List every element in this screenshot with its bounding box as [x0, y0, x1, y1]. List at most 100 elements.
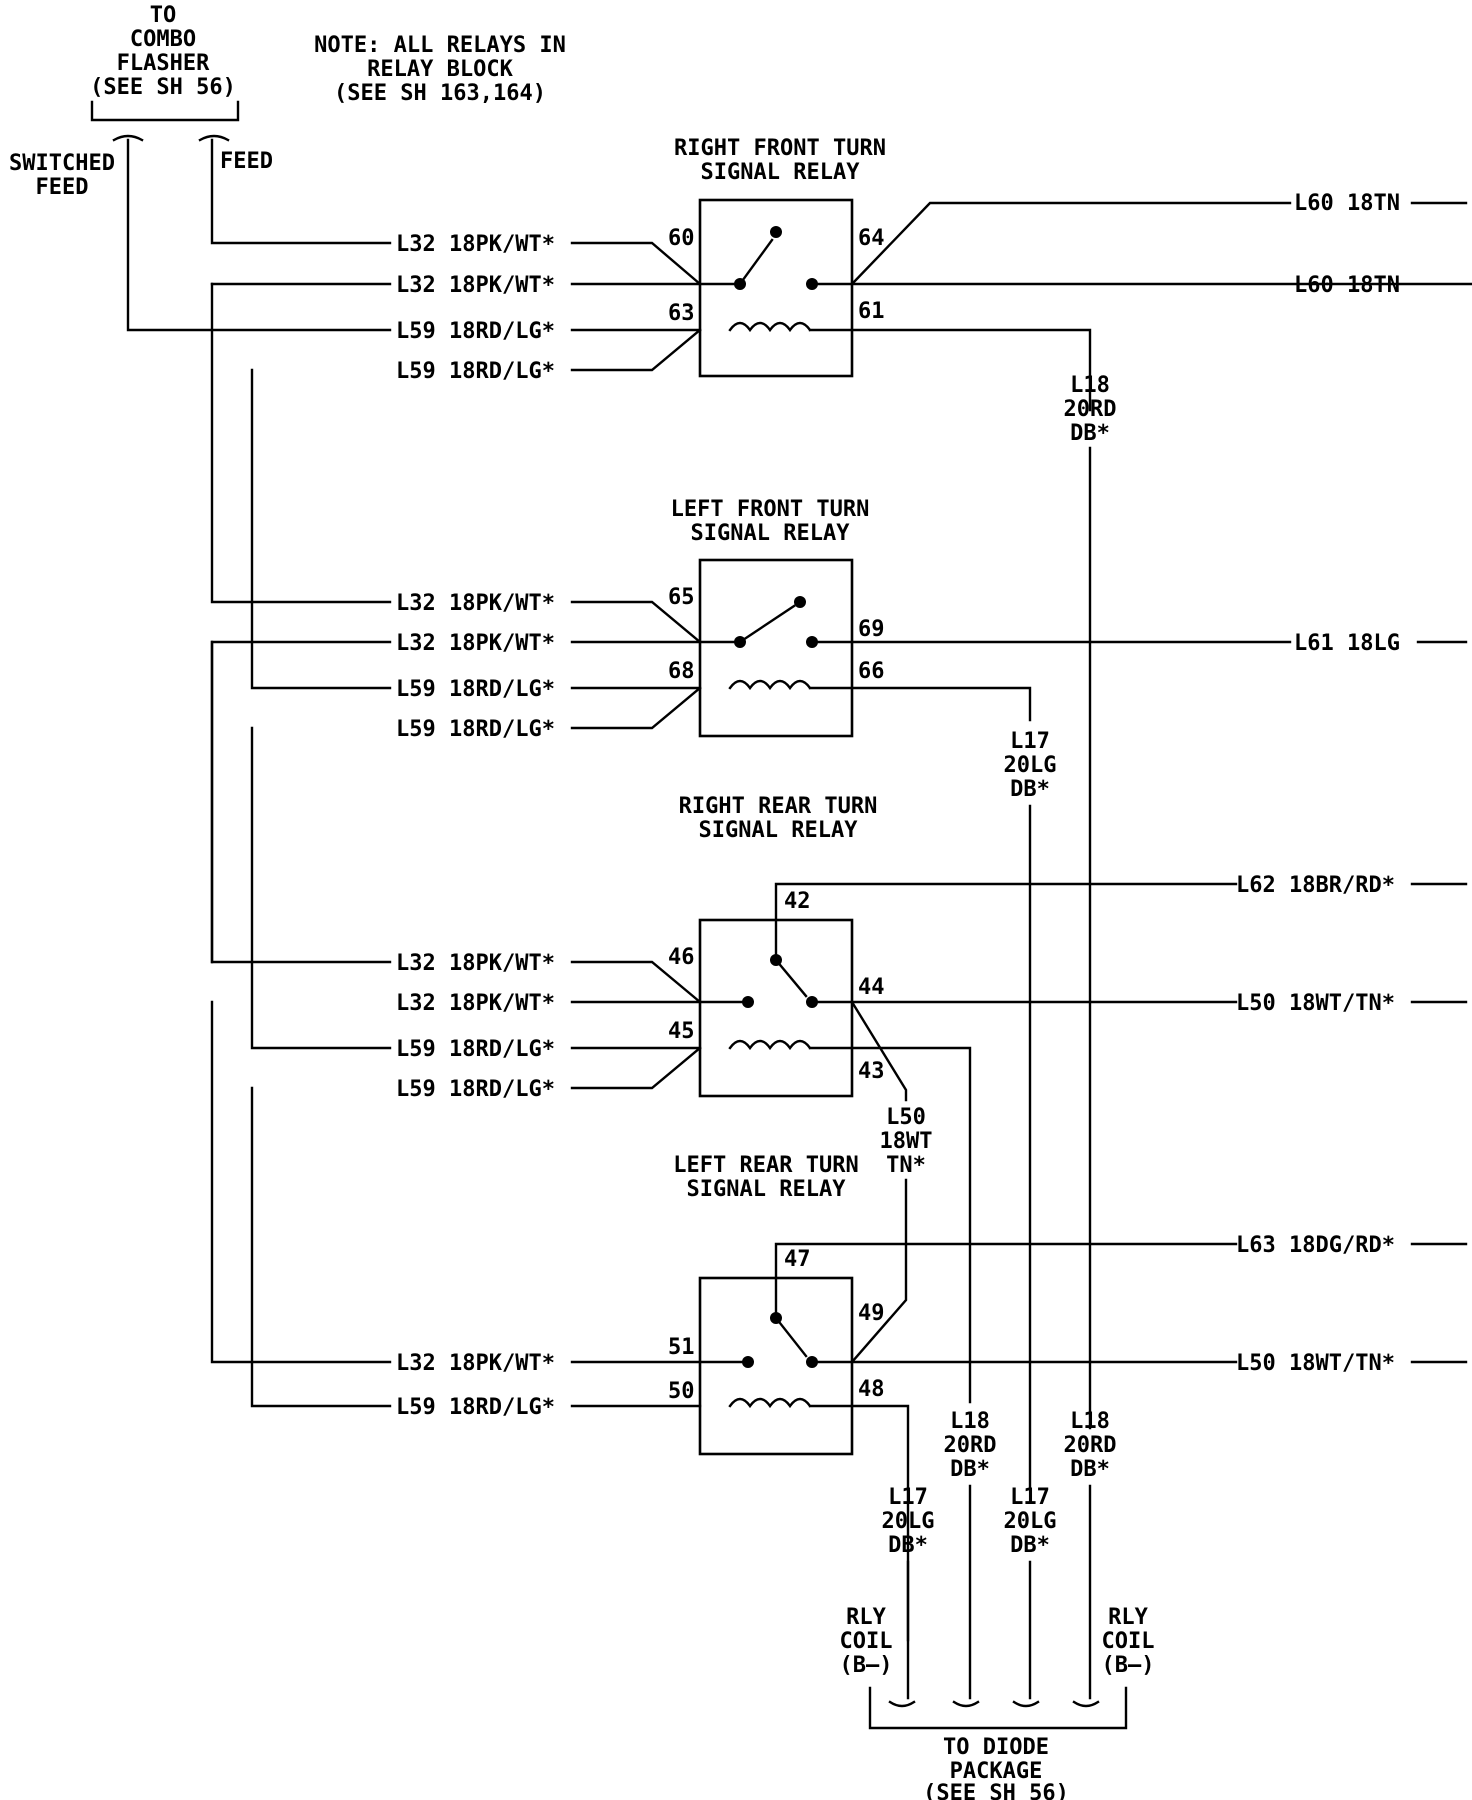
l50-wire: [850, 1178, 908, 1364]
svg-text:DB*: DB*: [888, 1533, 928, 1558]
svg-text:TN*: TN*: [886, 1153, 926, 1178]
pin-label: 68: [668, 659, 695, 684]
svg-text:COIL: COIL: [840, 1629, 893, 1654]
relay-title: RIGHT FRONT TURN SIGNAL RELAY: [674, 136, 886, 185]
wire-label: L32 18PK/WT*: [396, 991, 555, 1016]
svg-text:LEFT REAR TURN: LEFT REAR TURN: [673, 1153, 858, 1178]
wire-label: L32 18PK/WT*: [396, 631, 555, 656]
relay-box: [698, 198, 854, 378]
bottom-wires: [906, 1484, 1092, 1700]
relay-block-note: NOTE: ALL RELAYS IN RELAY BLOCK (SEE SH …: [314, 33, 566, 106]
svg-text:SIGNAL RELAY: SIGNAL RELAY: [691, 521, 851, 546]
pin-label: 66: [858, 659, 885, 684]
svg-text:COIL: COIL: [1102, 1629, 1155, 1654]
svg-text:20LG: 20LG: [882, 1509, 935, 1534]
pin-label: 49: [858, 1301, 885, 1326]
pin-label: 50: [668, 1379, 695, 1404]
pin-label: 42: [784, 889, 811, 914]
svg-text:18WT: 18WT: [880, 1129, 933, 1154]
relay-title: RIGHT REAR TURN SIGNAL RELAY: [679, 794, 878, 843]
pin-label: 43: [858, 1059, 885, 1084]
svg-text:PACKAGE: PACKAGE: [950, 1759, 1043, 1784]
switched-feed-wire: [126, 138, 392, 332]
svg-text:L18: L18: [1070, 1409, 1110, 1434]
svg-text:SIGNAL RELAY: SIGNAL RELAY: [687, 1177, 847, 1202]
wire-label: L32 18PK/WT*: [396, 951, 555, 976]
svg-text:(SEE SH 163,164): (SEE SH 163,164): [334, 81, 546, 106]
svg-text:DB*: DB*: [950, 1457, 990, 1482]
wire-label: L32 18PK/WT*: [396, 232, 555, 257]
wire-label: L32 18PK/WT*: [396, 591, 555, 616]
svg-text:RLY: RLY: [1108, 1605, 1148, 1630]
svg-text:RLY: RLY: [846, 1605, 886, 1630]
l18-label-top: L18 20RD DB*: [1064, 373, 1117, 446]
svg-text:RIGHT FRONT TURN: RIGHT FRONT TURN: [674, 136, 886, 161]
svg-text:20LG: 20LG: [1004, 1509, 1057, 1534]
pin-label: 60: [668, 226, 695, 251]
diode-package-label: TO DIODE PACKAGE (SEE SH 56): [923, 1735, 1069, 1800]
wire-label: L59 18RD/LG*: [396, 677, 555, 702]
pin-label: 63: [668, 301, 695, 326]
pin-label: 64: [858, 226, 885, 251]
pin-label: 45: [668, 1019, 695, 1044]
wire-label: L59 18RD/LG*: [396, 717, 555, 742]
svg-text:FLASHER: FLASHER: [117, 51, 210, 76]
svg-text:20RD: 20RD: [1064, 397, 1117, 422]
svg-text:SWITCHED: SWITCHED: [9, 151, 115, 176]
svg-text:COMBO: COMBO: [130, 27, 196, 52]
wire-label: L59 18RD/LG*: [396, 1395, 555, 1420]
output-label: L60 18TN: [1294, 191, 1400, 216]
feed-wire: [210, 138, 392, 245]
l17-label-mid: L17 20LG DB*: [1004, 729, 1057, 802]
svg-text:TO: TO: [150, 3, 177, 28]
svg-text:SIGNAL RELAY: SIGNAL RELAY: [701, 160, 861, 185]
svg-text:L17: L17: [1010, 1485, 1050, 1510]
output-label: L50 18WT/TN*: [1236, 991, 1395, 1016]
diode-connector-icon: [888, 1700, 1100, 1708]
output-label: L63 18DG/RD*: [1236, 1233, 1395, 1258]
svg-text:SIGNAL RELAY: SIGNAL RELAY: [699, 818, 859, 843]
svg-text:(SEE SH 56): (SEE SH 56): [90, 75, 236, 100]
svg-text:L17: L17: [1010, 729, 1050, 754]
pin-label: 46: [668, 945, 695, 970]
svg-text:LEFT FRONT TURN: LEFT FRONT TURN: [671, 497, 870, 522]
feed-label: FEED: [220, 149, 273, 174]
wire-label: L59 18RD/LG*: [396, 319, 555, 344]
pin-label: 47: [784, 1247, 811, 1272]
relay-left-rear: LEFT REAR TURN SIGNAL RELAY L63 18DG/RD*…: [396, 1153, 1468, 1642]
flasher-bracket: [90, 100, 240, 122]
l18-label-a: L18 20RD DB*: [944, 1409, 997, 1482]
relay-right-rear: RIGHT REAR TURN SIGNAL RELAY L62 18BR/RD…: [396, 794, 1468, 1404]
pin-label: 44: [858, 975, 885, 1000]
relay-title: LEFT FRONT TURN SIGNAL RELAY: [671, 497, 870, 546]
rly-coil-label-right: RLY COIL (B—): [1102, 1605, 1155, 1678]
svg-text:20LG: 20LG: [1004, 753, 1057, 778]
svg-text:DB*: DB*: [1010, 777, 1050, 802]
svg-text:RELAY BLOCK: RELAY BLOCK: [367, 57, 513, 82]
output-label: L60 18TN: [1294, 273, 1400, 298]
wire-label: L32 18PK/WT*: [396, 273, 555, 298]
svg-text:FEED: FEED: [36, 175, 89, 200]
relay-title: LEFT REAR TURN SIGNAL RELAY: [673, 1153, 858, 1202]
pin-label: 65: [668, 585, 695, 610]
l17-label-b: L17 20LG DB*: [1004, 1485, 1057, 1558]
svg-text:L18: L18: [950, 1409, 990, 1434]
svg-text:TO DIODE: TO DIODE: [943, 1735, 1049, 1760]
pin-label: 51: [668, 1335, 695, 1360]
output-label: L62 18BR/RD*: [1236, 873, 1395, 898]
l50-label-mid: L50 18WT TN*: [880, 1105, 933, 1178]
svg-text:NOTE: ALL RELAYS IN: NOTE: ALL RELAYS IN: [314, 33, 566, 58]
svg-text:(B—): (B—): [840, 1653, 893, 1678]
pin-label: 48: [858, 1377, 885, 1402]
flasher-label: TO COMBO FLASHER (SEE SH 56): [90, 3, 236, 100]
svg-text:(B—): (B—): [1102, 1653, 1155, 1678]
l17-label-a: L17 20LG DB*: [882, 1485, 935, 1558]
pin-label: 69: [858, 617, 885, 642]
relay-box: [698, 558, 854, 738]
switched-feed-label: SWITCHED FEED: [9, 151, 115, 200]
svg-text:RIGHT REAR TURN: RIGHT REAR TURN: [679, 794, 878, 819]
wire-label: L59 18RD/LG*: [396, 1077, 555, 1102]
output-label: L61 18LG: [1294, 631, 1400, 656]
svg-text:(SEE SH 56): (SEE SH 56): [923, 1781, 1069, 1800]
l32-trunk-a: [210, 282, 392, 1364]
